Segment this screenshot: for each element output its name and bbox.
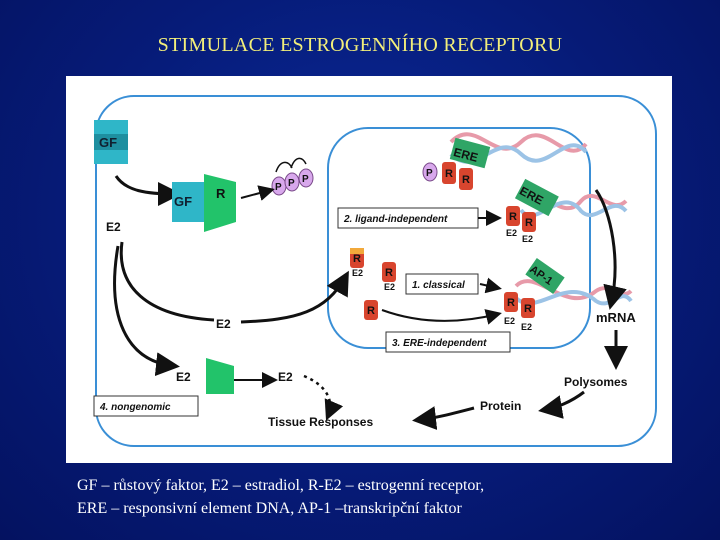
polysomes-label: Polysomes	[564, 375, 628, 389]
receptor-r-label: R	[524, 303, 532, 315]
arrow-ere-independent	[381, 309, 502, 325]
receptor-r-label: R	[507, 297, 515, 309]
receptor-r-label: R	[385, 267, 393, 279]
e2-label: E2	[521, 322, 532, 332]
caption-line-2: ERE – responsivní element DNA, AP-1 –tra…	[77, 500, 462, 517]
receptor-r-label: R	[525, 217, 533, 229]
pathway-4-label: 4. nongenomic	[99, 402, 171, 413]
arrow-gf-to-receptor	[114, 175, 182, 206]
r-membrane-label: R	[216, 186, 226, 201]
arrow-to-mrna	[594, 189, 627, 310]
mrna-label: mRNA	[596, 310, 636, 325]
arrow-e2-nongenomic	[113, 245, 180, 377]
arrow-dotted-to-tissue	[303, 374, 344, 421]
arrow-e2-into-cell	[119, 241, 215, 322]
receptor-r-label: R	[462, 174, 470, 186]
caption-line-1: GF – růstový faktor, E2 – estradiol, R-E…	[77, 477, 485, 494]
pathway-2-label: 2. ligand-independent	[343, 214, 448, 225]
receptor-r-label: R	[367, 305, 375, 317]
receptor-r-label: R	[353, 253, 361, 265]
estrogen-receptor-diagram: GF E2 GF R P P P P R R ERE ERE R R E2 E2…	[66, 76, 672, 463]
protein-label: Protein	[480, 399, 521, 413]
phosphate-3-label: P	[302, 174, 309, 185]
slide-title: STIMULACE ESTROGENNÍHO RECEPTORU	[157, 34, 563, 56]
e2-free-label: E2	[278, 370, 293, 384]
phosphate-2-label: P	[288, 178, 295, 189]
gf-bound-label: GF	[174, 194, 192, 209]
cell-outline	[95, 95, 657, 447]
arrow-polysomes-to-protein	[538, 390, 585, 419]
pathway-3-label: 3. ERE-independent	[392, 338, 487, 349]
phosphate-group: P P P	[271, 168, 314, 196]
e2-label: E2	[504, 316, 515, 326]
e2-mid-label: E2	[216, 317, 231, 331]
gf-top-label: GF	[99, 135, 117, 150]
arrow-protein-to-tissue	[412, 406, 475, 430]
phosphate-nuclear-label: P	[426, 168, 433, 179]
e2-left-label: E2	[106, 220, 121, 234]
e2-label: E2	[384, 282, 395, 292]
pathway-1-label: 1. classical	[412, 280, 465, 291]
e2-label: E2	[522, 234, 533, 244]
e2-bottom-label: E2	[176, 370, 191, 384]
arrow-phosphorylation	[240, 185, 275, 201]
e2-label: E2	[506, 228, 517, 238]
tissue-responses-label: Tissue Responses	[268, 415, 373, 429]
arrow-classical	[479, 277, 502, 294]
ere-top-label: ERE	[452, 145, 479, 165]
caption: GF – růstový faktor, E2 – estradiol, R-E…	[77, 474, 697, 520]
receptor-r-label: R	[509, 211, 517, 223]
e2-label: E2	[352, 268, 363, 278]
receptor-r-label: R	[445, 168, 453, 180]
phosphate-1-label: P	[275, 182, 282, 193]
